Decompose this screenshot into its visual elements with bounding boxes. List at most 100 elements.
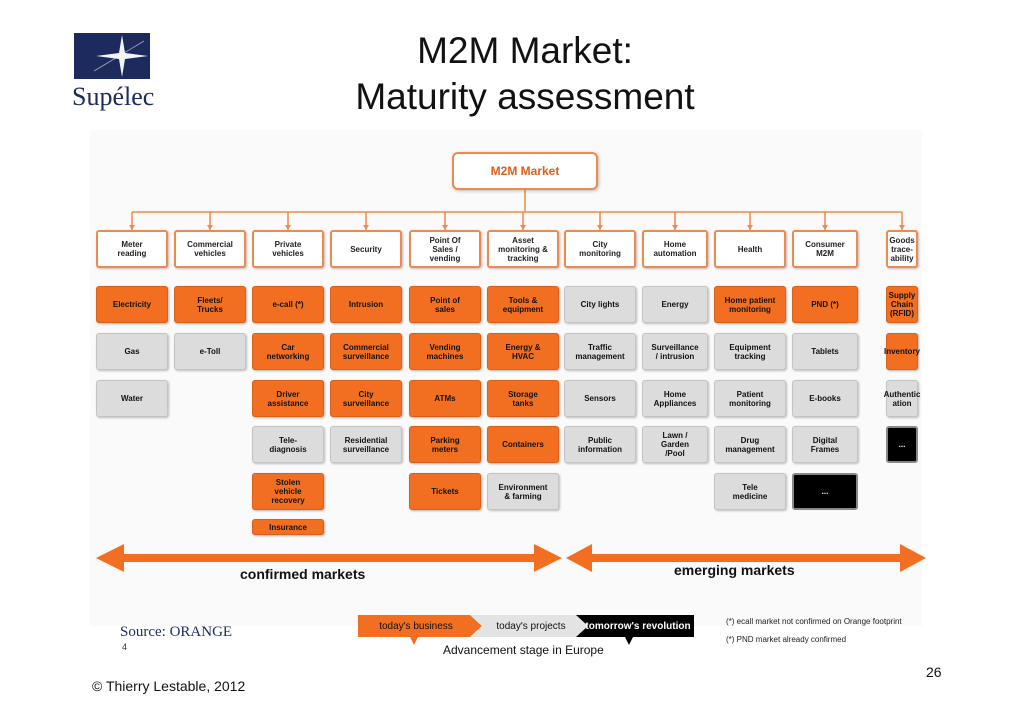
market-item-label: Lawn /Garden/Pool xyxy=(660,431,689,458)
page-number: 26 xyxy=(926,664,942,680)
market-item-lawn-garden-pool: Lawn /Garden/Pool xyxy=(642,426,708,463)
title-line-1: M2M Market: xyxy=(417,30,633,71)
market-item-water: Water xyxy=(96,380,168,417)
supelec-logo-mark xyxy=(74,33,150,79)
market-item-: ... xyxy=(886,426,918,463)
connector-arrowhead xyxy=(520,225,526,230)
market-item-tablets: Tablets xyxy=(792,333,858,370)
market-item-tele-diagnosis: Tele-diagnosis xyxy=(252,426,324,463)
note-pnd: (*) PND market already confirmed xyxy=(726,635,847,644)
market-item-label: Surveillance/ intrusion xyxy=(651,342,699,361)
market-item-surveillance-intrusion: Surveillance/ intrusion xyxy=(642,333,708,370)
category-header-health: Health xyxy=(714,230,786,268)
market-item-sensors: Sensors xyxy=(564,380,636,417)
source-number: 4 xyxy=(122,642,128,652)
market-item-label: Containers xyxy=(502,440,544,449)
market-item-label: Tools &equipment xyxy=(502,295,544,314)
market-item-label: Tickets xyxy=(431,487,459,496)
market-item-inventory: Inventory xyxy=(884,333,921,370)
market-item-label: Sensors xyxy=(584,394,616,403)
market-item-label: Intrusion xyxy=(348,300,384,309)
market-item-label: Inventory xyxy=(884,347,921,356)
market-item-label: City lights xyxy=(580,300,620,309)
connector-arrowhead xyxy=(747,225,753,230)
market-item-e-call: e-call (*) xyxy=(252,286,324,323)
connector-arrowhead xyxy=(822,225,828,230)
market-item-label: ... xyxy=(898,440,906,449)
market-item-environment-farming: Environment& farming xyxy=(487,473,559,510)
market-item-label: Gas xyxy=(124,347,140,356)
category-header-security: Security xyxy=(330,230,402,268)
market-item-label: Electricity xyxy=(112,300,152,309)
connector-arrowhead xyxy=(285,225,291,230)
source-text: Source: ORANGE xyxy=(120,624,233,640)
market-item-energy: Energy xyxy=(642,286,708,323)
logo-text: Supélec xyxy=(72,82,155,111)
market-item-insurance: Insurance xyxy=(252,519,324,535)
connector-arrowhead xyxy=(129,225,135,230)
connector-arrowhead xyxy=(363,225,369,230)
category-header-label: Health xyxy=(737,244,763,254)
legend-tomorrow-revolution: tomorrow's revolution xyxy=(585,620,691,632)
market-item-label: E-books xyxy=(809,394,841,403)
root-m2m-market: M2M Market xyxy=(452,152,598,190)
market-item-label: Environment& farming xyxy=(498,482,548,501)
market-item-gas: Gas xyxy=(96,333,168,370)
market-item-label: e-Toll xyxy=(199,347,221,356)
market-item-label: Water xyxy=(121,394,143,403)
market-item-label: Energy xyxy=(661,300,689,309)
connector-lines xyxy=(129,190,905,230)
market-item-containers: Containers xyxy=(487,426,559,463)
market-item-label: Tele-diagnosis xyxy=(269,435,307,454)
market-item-tools-equipment: Tools &equipment xyxy=(487,286,559,323)
market-item-pnd: PND (*) xyxy=(792,286,858,323)
market-item-e-books: E-books xyxy=(792,380,858,417)
market-item-electricity: Electricity xyxy=(96,286,168,323)
connector-arrowhead xyxy=(672,225,678,230)
legend-today-projects: today's projects xyxy=(496,620,566,632)
legend-today-business: today's business xyxy=(379,620,453,632)
